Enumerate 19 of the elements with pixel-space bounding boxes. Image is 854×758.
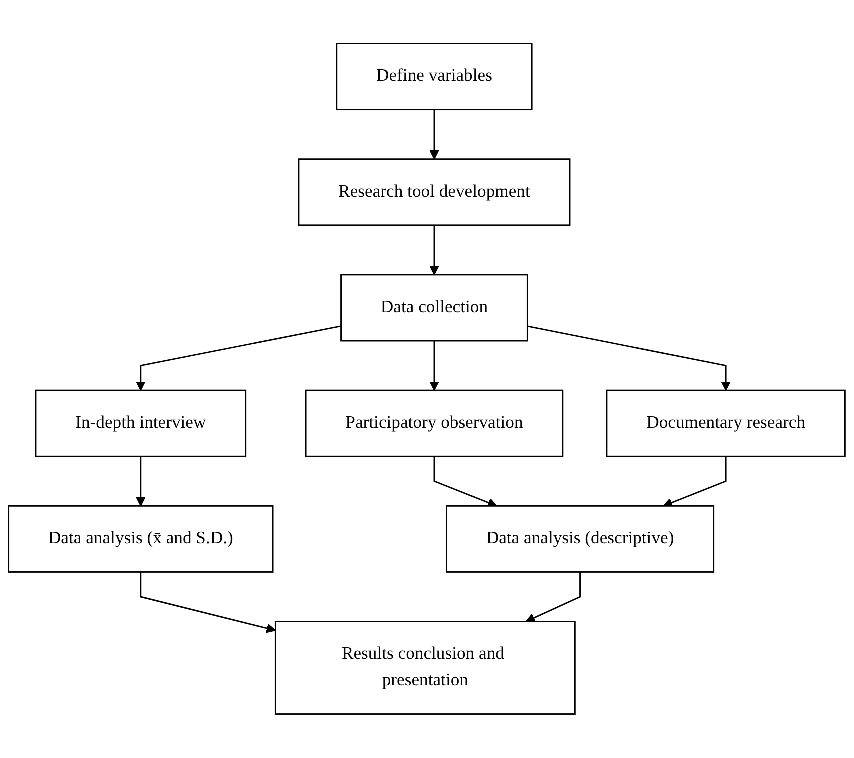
node-box: Research tool development [298, 158, 571, 226]
arrow [136, 456, 146, 507]
node-box: Define variables [336, 43, 533, 110]
arrow [136, 326, 342, 391]
arrow [140, 572, 276, 634]
node-box: Data analysis (x̄ and S.D.) [8, 505, 274, 573]
arrow [430, 110, 440, 160]
arrow [663, 456, 727, 508]
node-box: Participatory observation [305, 390, 564, 458]
node-box: Documentary research [606, 390, 846, 458]
arrow [430, 341, 440, 391]
node-box: Results conclusion and presentation [274, 621, 576, 715]
arrow [528, 326, 731, 391]
node-box: Data collection [340, 274, 528, 342]
arrow [526, 572, 581, 623]
node-box: In-depth interview [35, 390, 247, 458]
arrow [430, 225, 440, 276]
arrow [434, 456, 498, 508]
node-box: Data analysis (descriptive) [446, 505, 715, 573]
